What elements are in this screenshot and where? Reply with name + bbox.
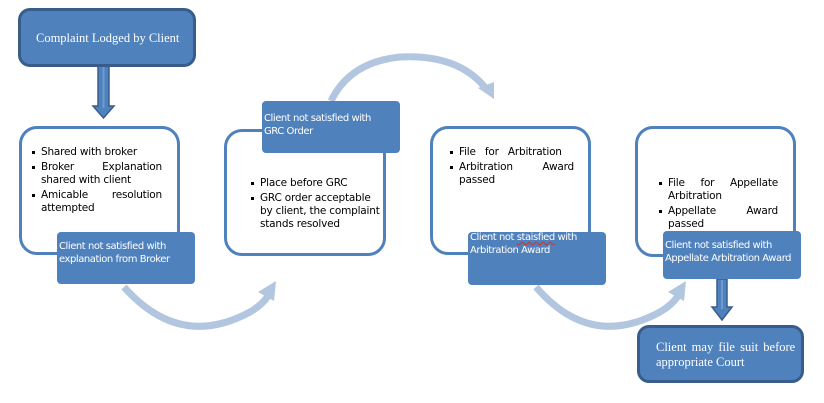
end-label-line1: Client may file suit before: [656, 340, 796, 354]
stage-2-escalation-line2: GRC Order: [264, 125, 313, 137]
escalation-text: Client not: [470, 232, 517, 243]
stage-3-escalation-line2: Arbitration Award: [470, 244, 550, 256]
end-label: Client may file suit before appropriate …: [656, 340, 795, 370]
stage-4-escalation: Client not satisfied with Appellate Arbi…: [663, 231, 801, 279]
stage-1-bullets: Shared with broker Broker Explanation sh…: [31, 146, 162, 217]
stage-2-escalation-line1: Client not satisfied with: [264, 113, 371, 124]
stage-1-bullet: Shared with broker: [31, 146, 162, 159]
stage-1-escalation: Client not satisfied with explanation fr…: [57, 232, 195, 284]
stage-3-bullets: File for Arbitration Arbitration Award p…: [449, 146, 574, 189]
curved-arrow-stage3-to-stage4: [533, 281, 686, 330]
end-box: Client may file suit before appropriate …: [637, 325, 804, 383]
stage-4-bullet: File for Appellate Arbitration: [658, 177, 778, 203]
stage-3-bullet: Arbitration Award passed: [449, 161, 574, 187]
start-box: Complaint Lodged by Client: [18, 8, 196, 67]
stage-3-escalation: Client not staisfied with Arbitration Aw…: [468, 232, 606, 285]
curved-arrow-stage2-to-stage3: [327, 53, 494, 103]
stage-3-card: File for Arbitration Arbitration Award p…: [430, 126, 591, 255]
spelling-error-word[interactable]: staisfied: [516, 232, 555, 243]
stage-1-bullet: Broker Explanation shared with client: [31, 161, 162, 187]
stage-2-bullets: Place before GRC GRC order acceptable by…: [250, 177, 382, 233]
stage-1-escalation-line2: explanation from Broker: [59, 253, 170, 265]
stage-1-escalation-line1: Client not satisfied with: [59, 241, 166, 252]
down-arrow-end: [710, 278, 734, 322]
stage-4-escalation-line2: Appellate Arbitration Award: [665, 252, 792, 264]
stage-1-bullet: Amicable resolution attempted: [31, 189, 162, 215]
stage-3-escalation-line1: Client not staisfied with: [470, 232, 606, 245]
end-label-line2: appropriate Court: [656, 355, 745, 369]
stage-3-bullet: File for Arbitration: [449, 146, 574, 159]
stage-2-bullet: GRC order acceptable by client, the comp…: [250, 192, 382, 231]
curved-arrow-stage1-to-stage2: [121, 281, 276, 330]
stage-2-escalation: Client not satisfied with GRC Order: [262, 101, 400, 153]
stage-4-escalation-line1: Client not satisfied with: [665, 240, 772, 251]
stage-2-bullet: Place before GRC: [250, 177, 382, 190]
escalation-text: with: [554, 232, 577, 243]
start-label: Complaint Lodged by Client: [36, 31, 180, 45]
down-arrow-start: [91, 65, 116, 120]
stage-4-bullets: File for Appellate Arbitration Appellate…: [658, 177, 778, 233]
stage-4-bullet: Appellate Award passed: [658, 205, 778, 231]
